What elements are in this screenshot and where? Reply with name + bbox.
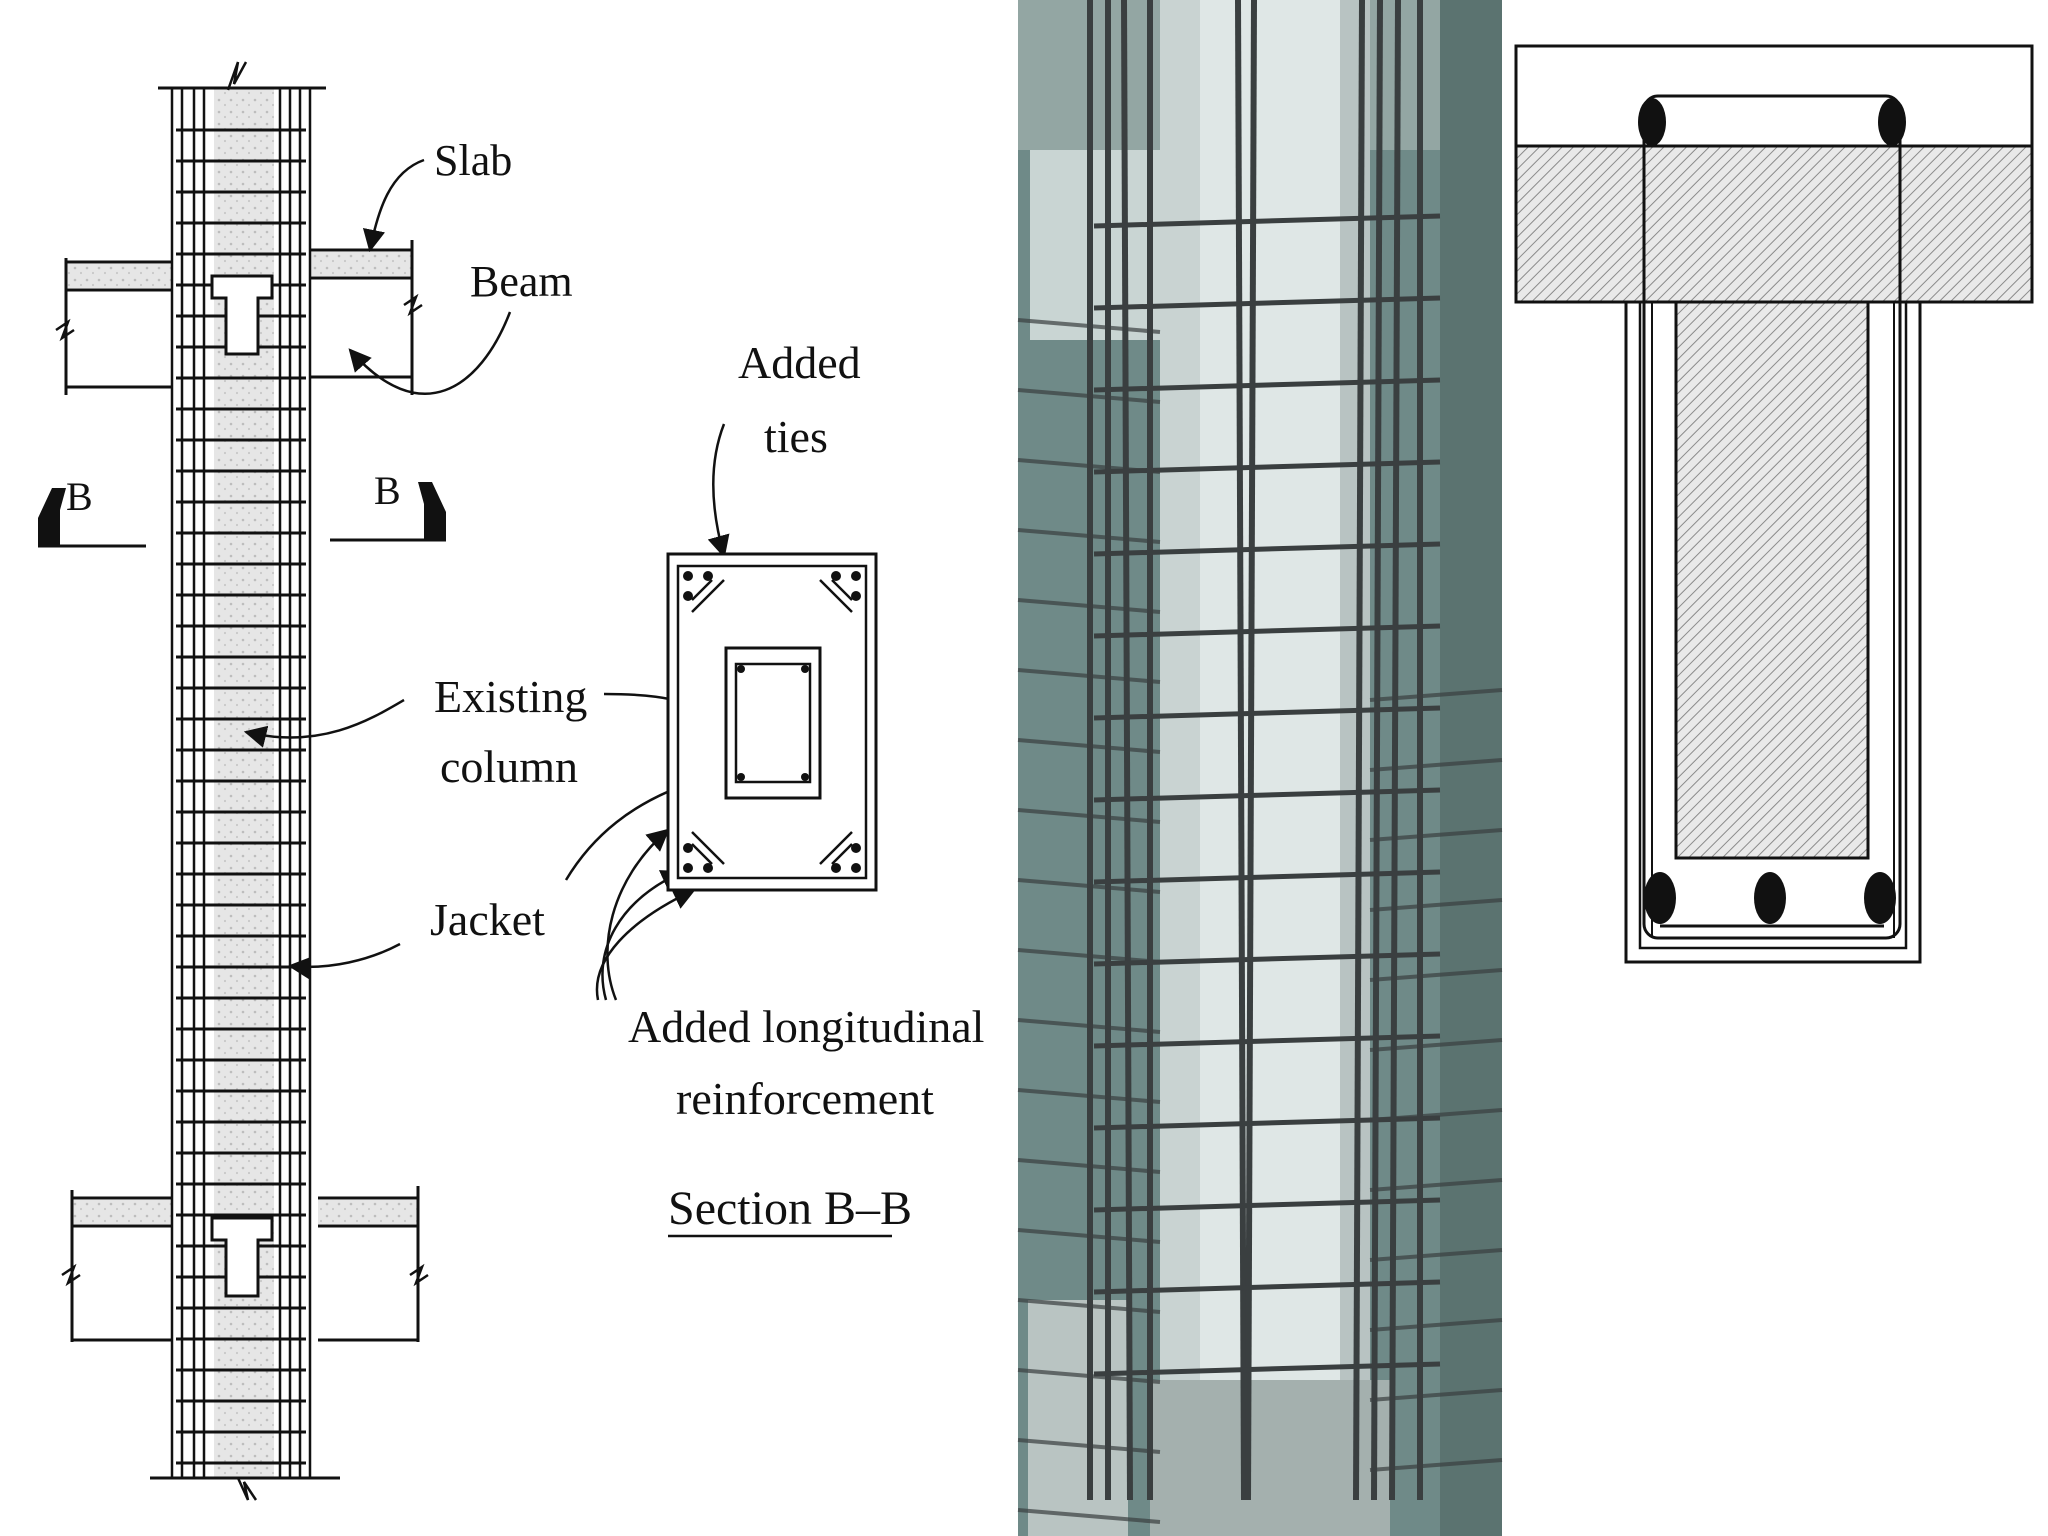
beam-leader <box>348 311 512 395</box>
added-ties-label-2: ties <box>764 411 828 462</box>
photo-rebar-tie <box>1093 1115 1441 1131</box>
photo-rebar-tie <box>1093 541 1441 557</box>
added-ties-label-1: Added <box>738 337 861 388</box>
added-long-label-2: reinforcement <box>676 1073 934 1124</box>
existing-column-leader <box>243 698 405 748</box>
photo-rebar-tie <box>1093 459 1441 475</box>
section-b-b: Section B–B <box>666 552 912 1238</box>
slab-label: Slab <box>434 136 512 185</box>
slab-leader <box>362 158 425 253</box>
photo-rebar-tie <box>1093 951 1441 967</box>
photo-floor-bar <box>1369 688 1503 702</box>
photo-rebar-tie <box>1093 623 1441 639</box>
photo-rebar-tie <box>1093 377 1441 393</box>
lower-beam <box>61 1186 429 1342</box>
photo-rebar-tie <box>1093 787 1441 803</box>
photo-rebar-tie <box>1093 295 1441 311</box>
photo-rebar-tie <box>1093 1361 1441 1377</box>
photo-rebar-vertical <box>1371 0 1383 1501</box>
section-mark-right: B <box>374 468 401 513</box>
added-long-leader-2 <box>601 870 685 1001</box>
photo-rebar-vertical <box>1389 0 1401 1501</box>
existing-column-label-1: Existing <box>434 671 587 722</box>
upper-beam <box>55 240 423 395</box>
jacket-leader <box>287 942 401 980</box>
section-cut-left: B <box>38 474 146 548</box>
photo-rebar-tie <box>1093 1279 1441 1295</box>
photo-rebar-tie <box>1093 705 1441 721</box>
photo-rebar-tie <box>1093 869 1441 885</box>
added-long-leader-1 <box>606 828 670 1001</box>
photo-rebar-vertical <box>1121 0 1133 1501</box>
photo-rebar-vertical <box>1353 0 1365 1501</box>
column-elevation-drawing: B B Slab Beam Existing column Jacket Add… <box>38 61 984 1501</box>
added-ties-leader <box>707 423 730 559</box>
photo-rebar-tie <box>1093 1033 1441 1049</box>
site-photo <box>1017 0 1503 1536</box>
section-mark-left: B <box>66 474 93 519</box>
jacket-label: Jacket <box>430 894 545 945</box>
photo-rebar-vertical <box>1245 0 1257 1501</box>
section-title: Section B–B <box>668 1182 912 1235</box>
photo-rebar-vertical <box>1235 0 1247 1501</box>
existing-column-label-2: column <box>440 741 578 792</box>
photo-rebar-tie <box>1093 213 1441 229</box>
t-beam-section-drawing <box>1514 44 2034 964</box>
section-cut-right: B <box>330 468 446 542</box>
photo-rebar-tie <box>1093 1197 1441 1213</box>
added-long-leader-3 <box>595 888 697 1001</box>
photo-floor-bar <box>1017 1508 1161 1524</box>
beam-label: Beam <box>470 257 573 306</box>
column-jacket <box>150 61 340 1501</box>
added-long-label-1: Added longitudinal <box>628 1001 984 1052</box>
